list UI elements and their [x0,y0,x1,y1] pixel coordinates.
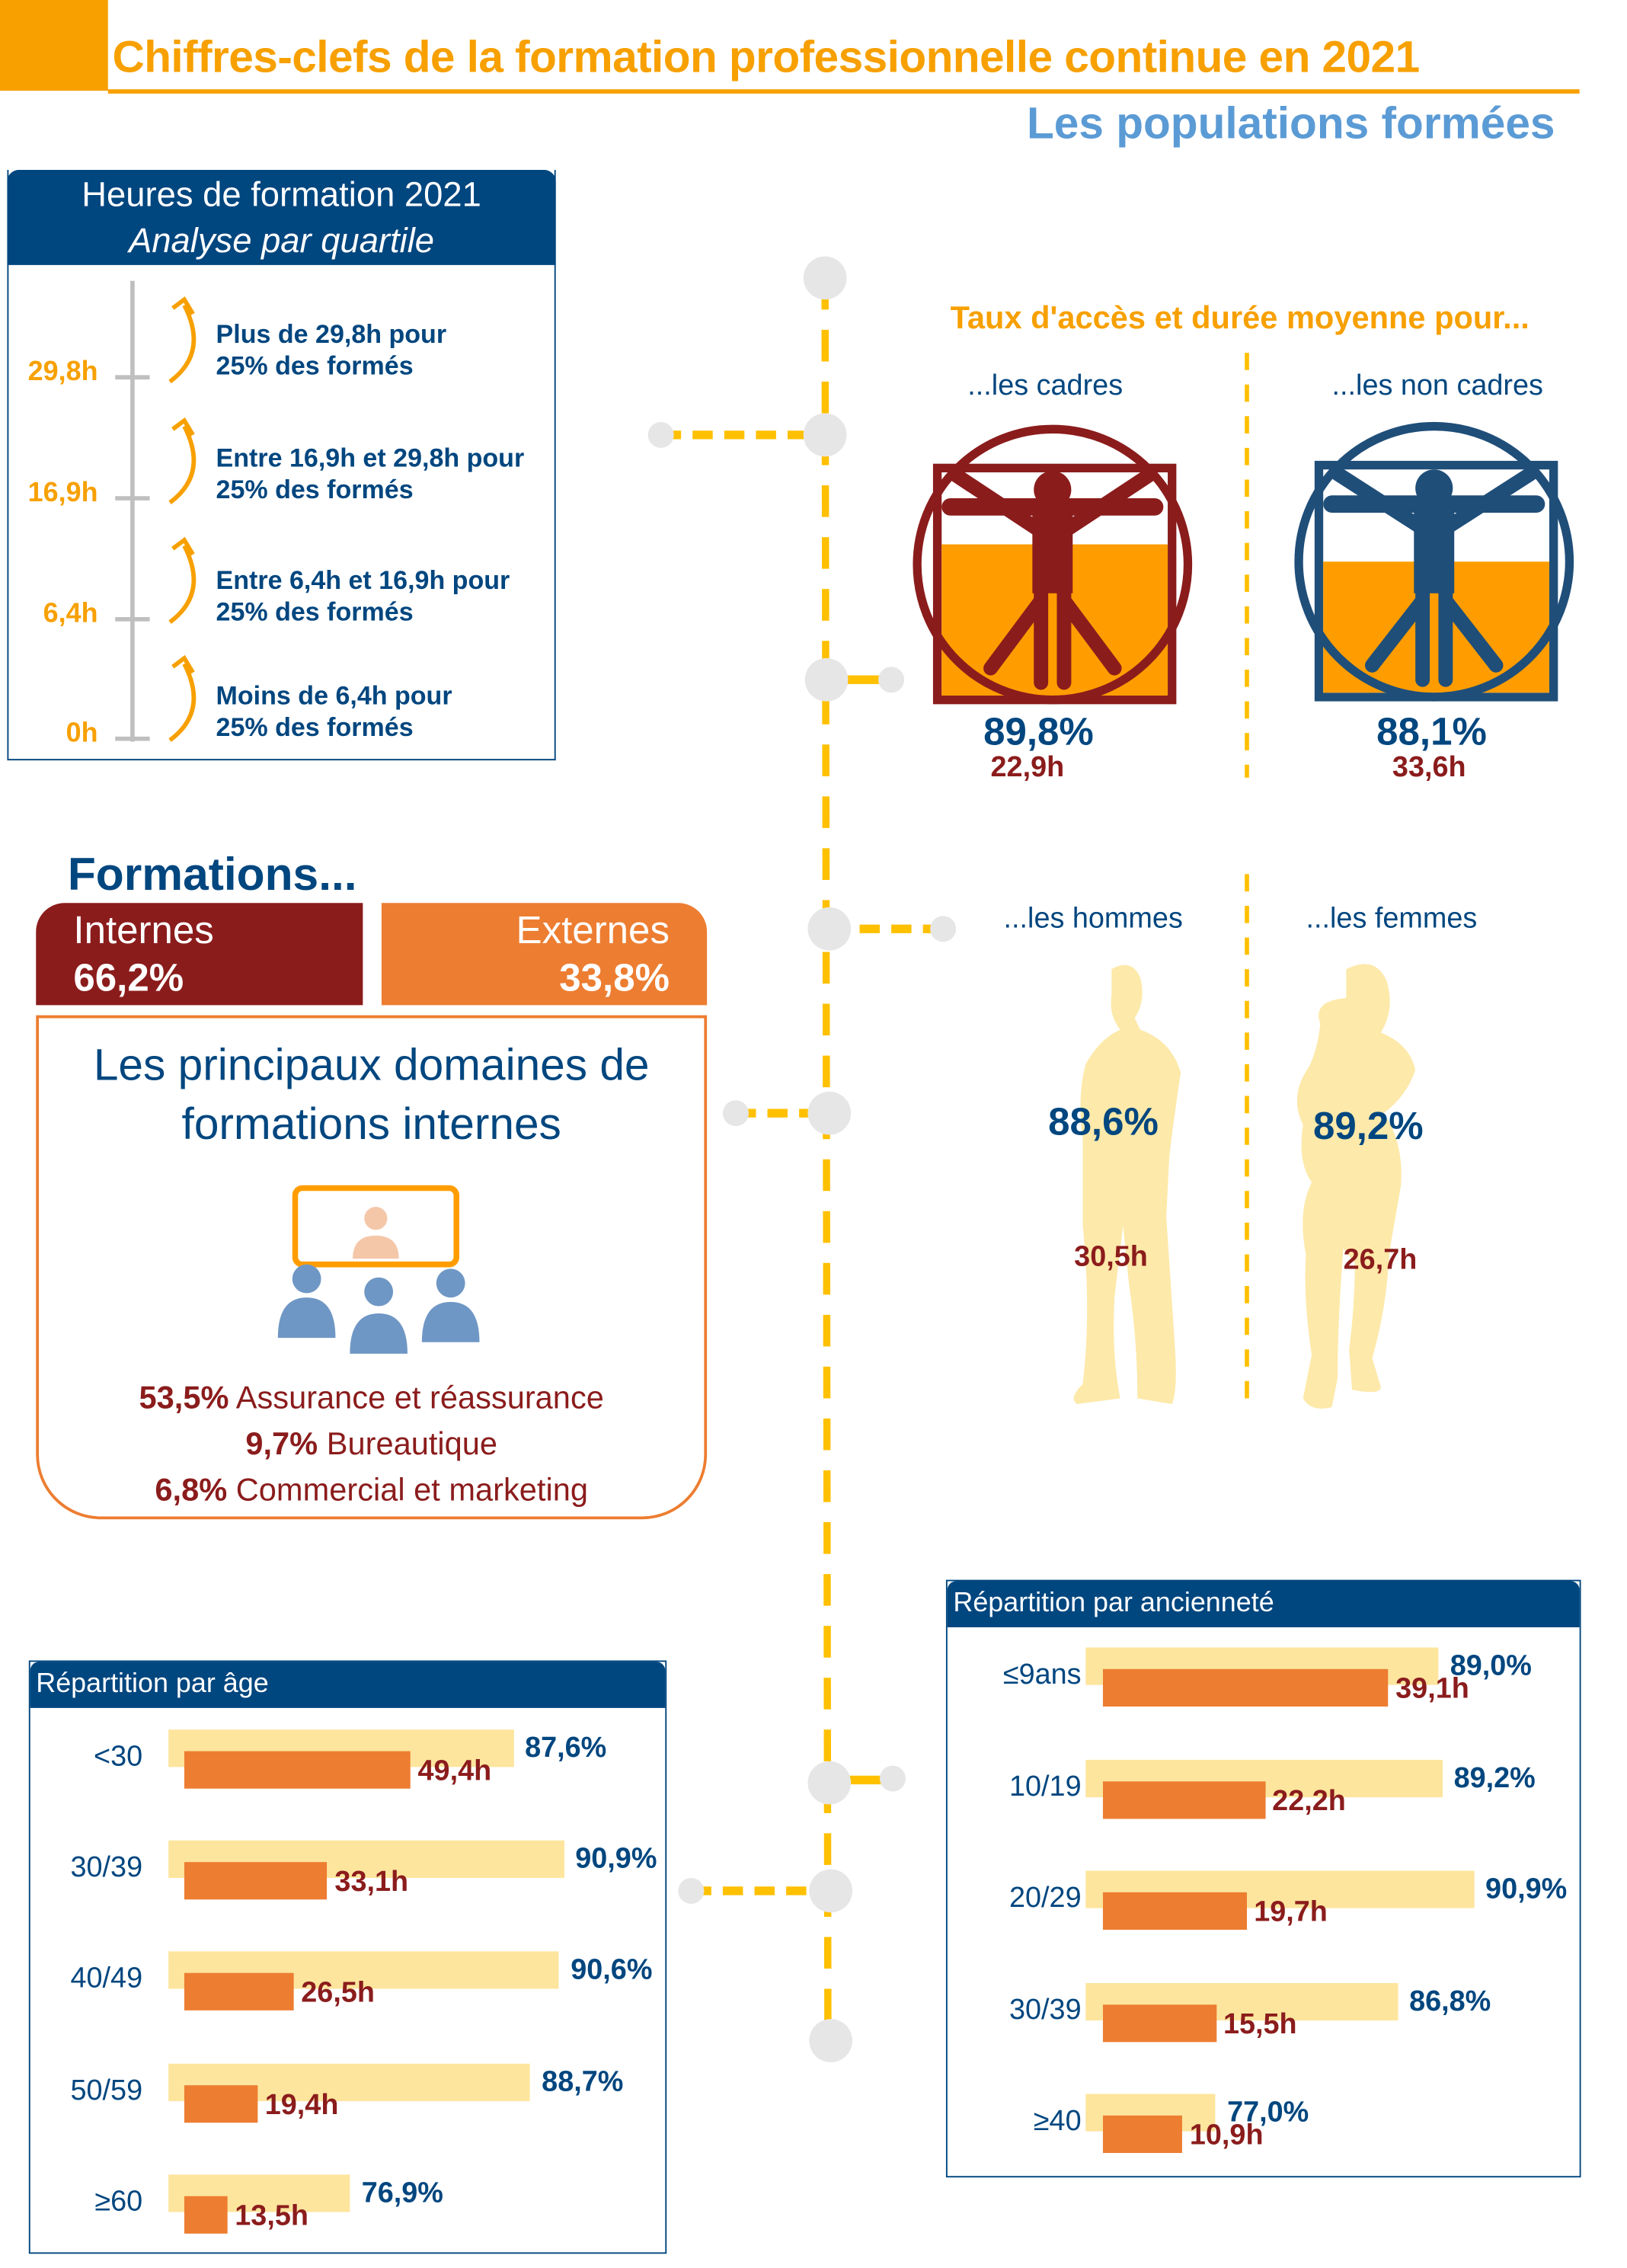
chart-title: Répartition par ancienneté [947,1581,1580,1628]
hours-bar [184,1973,294,2011]
hours-label: 26,5h [301,1978,375,2010]
quartile-title: Heures de formation 2021 [82,175,481,215]
domains-panel: Les principaux domaines de formations in… [36,1015,708,1520]
vitruvian-man-icon [1294,421,1574,702]
tick-label: 6,4h [43,599,98,630]
non-cadres-label: ...les non cadres [1331,369,1543,402]
woman-silhouette-icon [1296,964,1416,1409]
access-rate-label: 89,2% [1453,1761,1536,1794]
hours-label: 15,5h [1223,2008,1297,2040]
chart-title: Répartition par âge [30,1662,666,1708]
hours-bar [184,2084,258,2122]
domain-item: 9,7% Bureautique [245,1425,498,1462]
cadres-rate: 89,8% [983,709,1094,753]
curved-arrow-icon [168,296,197,742]
internes-value: 66,2% [73,956,184,1000]
vitruvian-man-icon [913,424,1193,705]
access-rate-label: 88,7% [542,2065,624,2098]
hours-bar [1102,1892,1247,1931]
formations-title: Formations... [67,848,357,900]
hommes-label: ...les hommes [1003,903,1183,935]
externes-box: Externes 33,8% [381,903,708,1006]
hours-label: 13,5h [235,2199,308,2232]
domain-item: 6,8% Commercial et marketing [155,1471,588,1508]
category-label: ≥60 [94,2186,143,2218]
quartile-panel [7,170,556,761]
femmes-label: ...les femmes [1306,903,1478,935]
cadres-label: ...les cadres [967,369,1124,402]
hommes-hours: 30,5h [1074,1241,1148,1274]
hours-bar [1102,2115,1183,2153]
man-silhouette-icon [1073,964,1181,1405]
tick-label: 16,9h [27,478,98,509]
domain-item: 53,5% Assurance et réassurance [139,1379,604,1416]
category-label: 50/59 [70,2074,143,2106]
training-classroom-icon [277,1185,480,1354]
access-rate-label: 76,9% [361,2177,443,2209]
femmes-hours: 26,7h [1343,1244,1418,1276]
hours-label: 19,7h [1254,1896,1328,1929]
access-rate-label: 77,0% [1227,2097,1309,2129]
hours-bar [1102,1780,1265,1819]
hours-label: 22,2h [1272,1785,1346,1817]
cadres-hours: 22,9h [990,751,1065,784]
title-underline [107,89,1580,94]
access-rate-label: 90,9% [575,1843,657,1876]
tick-label: 0h [66,718,98,749]
domains-title: Les principaux domaines de formations in… [93,1039,650,1150]
category-label: 20/29 [1008,1882,1082,1915]
externes-value: 33,8% [559,956,670,1000]
domains-list: 53,5% Assurance et réassurance 9,7% Bure… [39,1375,704,1513]
header-accent-block [0,0,108,91]
category-label: <30 [93,1741,143,1773]
category-label: 30/39 [1008,1994,1082,2026]
category-label: ≥40 [1033,2105,1082,2138]
internes-box: Internes 66,2% [36,903,363,1006]
hours-label: 10,9h [1189,2119,1264,2152]
category-label: ≤9ans [1002,1659,1082,1691]
hours-bar [184,1751,411,1789]
externes-label: Externes [516,908,670,952]
page-subtitle: Les populations formées [1026,98,1555,149]
femmes-rate: 89,2% [1312,1104,1424,1148]
access-rate-label: 90,9% [1485,1873,1568,1905]
age-chart: Répartition par âge <30 87,6% 49,4h 30/39 90… [28,1660,667,2254]
quartile-subtitle: Analyse par quartile [129,222,435,261]
access-rate-label: 89,0% [1450,1650,1532,1682]
hours-bar [184,2196,228,2234]
seniority-chart: Répartition par ancienneté ≤9ans 89,0%39,… [945,1579,1581,2178]
category-label: 10/19 [1008,1771,1082,1803]
hours-bar [184,1862,328,1900]
category-label: 40/49 [70,1963,143,1995]
access-rate-label: 90,6% [571,1954,653,1987]
hours-label: 33,1h [334,1867,409,1899]
access-rate-label: 86,8% [1409,1985,1491,2017]
hommes-rate: 88,6% [1048,1100,1159,1144]
non-cadres-hours: 33,6h [1392,751,1466,784]
tick-label: 29,8h [27,357,98,388]
hours-bar [1102,2004,1216,2042]
access-title: Taux d'accès et durée moyenne pour... [950,299,1530,336]
category-label: 30/39 [70,1852,143,1884]
quartile-header: Heures de formation 2021 Analyse par qua… [7,170,556,265]
non-cadres-rate: 88,1% [1376,709,1487,753]
hours-label: 19,4h [264,2089,339,2121]
hours-bar [1102,1668,1389,1707]
hours-label: 49,4h [417,1755,492,1787]
access-rate-label: 87,6% [525,1732,607,1764]
page-title: Chiffres-clefs de la formation professio… [112,31,1420,82]
hours-label: 39,1h [1395,1673,1469,1706]
quartile-axis [115,280,197,742]
internes-label: Internes [73,908,214,952]
